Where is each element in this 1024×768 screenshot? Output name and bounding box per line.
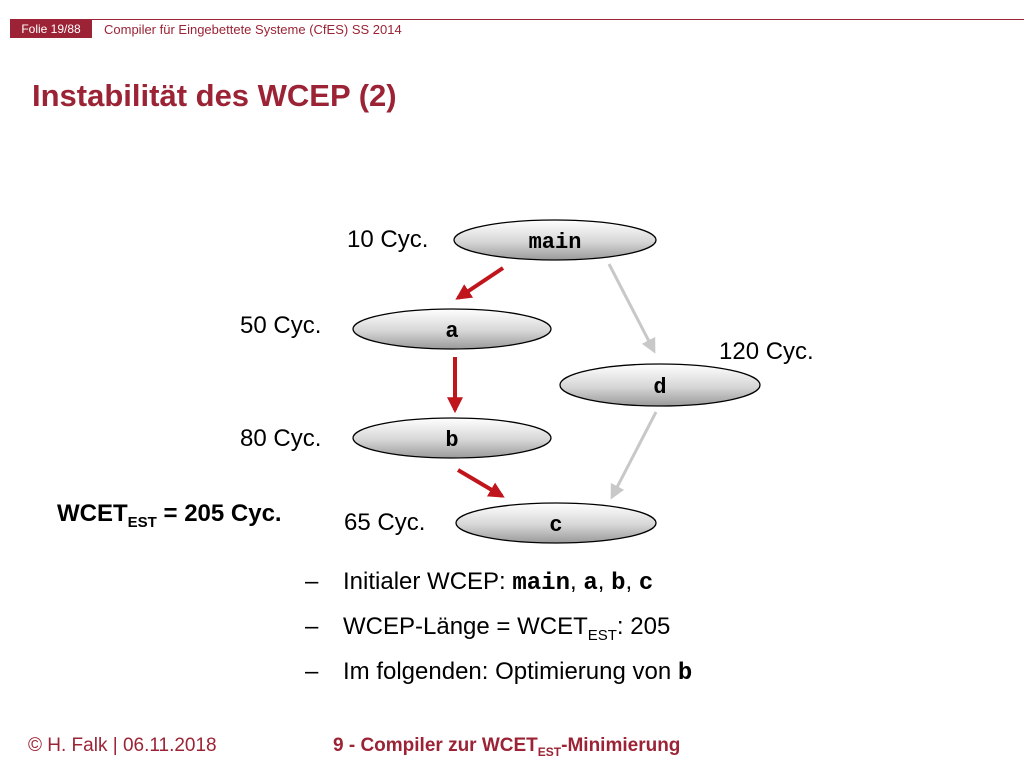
func-name-b: b: [611, 570, 626, 597]
func-name-main: main: [512, 570, 570, 597]
node-c: c: [455, 502, 657, 544]
node-ellipse-a: [352, 308, 552, 350]
edge-b-to-c: [456, 468, 505, 498]
cycles-label-c: 65 Cyc.: [344, 509, 426, 536]
bullet-dash: –: [305, 613, 319, 640]
footer-chapter-suffix: -Minimierung: [561, 735, 681, 756]
cycles-label-main: 10 Cyc.: [347, 226, 429, 253]
node-d: d: [559, 363, 761, 407]
node-ellipse-b: [352, 417, 552, 459]
separator: ,: [597, 568, 612, 595]
cycles-label-a: 50 Cyc.: [240, 312, 322, 339]
bullet-dash: –: [305, 658, 319, 685]
node-main: main: [453, 219, 657, 261]
edge-d-to-c: [610, 411, 658, 500]
footer-author-date: © H. Falk | 06.11.2018: [28, 735, 217, 756]
bullet-text: Im folgenden: Optimierung von: [343, 658, 678, 685]
node-a: a: [352, 308, 552, 350]
wcet-subscript: EST: [127, 513, 157, 531]
node-label-c: c: [549, 513, 562, 538]
nodes-group: main a d b c: [352, 219, 761, 544]
bullet-subscript: EST: [587, 626, 617, 644]
node-ellipse-c: [455, 502, 657, 544]
bullet-text: Initialer WCEP:: [343, 568, 513, 595]
footer-chapter-subscript: EST: [537, 744, 562, 759]
node-label-b: b: [445, 428, 458, 453]
slide-title: Instabilität des WCEP (2): [32, 78, 397, 113]
course-title: Compiler für Eingebettete Systeme (CfES)…: [104, 22, 402, 37]
separator: ,: [625, 568, 639, 595]
edges-group: [447, 263, 658, 500]
node-label-a: a: [445, 319, 458, 344]
separator: ,: [569, 568, 584, 595]
header-divider: [10, 19, 1024, 20]
cycles-label-d: 120 Cyc.: [719, 338, 814, 365]
edge-main-to-d: [607, 263, 656, 354]
node-label-d: d: [653, 375, 666, 400]
cycles-label-b: 80 Cyc.: [240, 425, 322, 452]
edge-main-to-a: [455, 266, 505, 300]
node-ellipse-d: [559, 363, 761, 407]
slide-number-badge: Folie 19/88: [10, 20, 92, 38]
wcet-prefix: WCET: [57, 500, 128, 527]
func-name-c: c: [638, 570, 654, 597]
wcet-suffix: = 205 Cyc.: [156, 500, 282, 527]
footer-chapter-prefix: 9 - Compiler zur WCET: [333, 735, 538, 756]
footer-chapter: 9 - Compiler zur WCETEST-Minimierung: [333, 735, 680, 759]
bullet-text-suffix: : 205: [616, 613, 671, 640]
node-label-main: main: [529, 230, 582, 255]
node-b: b: [352, 417, 552, 459]
bullet-text: WCEP-Länge = WCET: [343, 613, 588, 640]
bullet-dash: –: [305, 568, 319, 595]
func-name-a: a: [583, 570, 598, 597]
wcet-est-formula: WCETEST = 205 Cyc.: [57, 500, 282, 531]
node-ellipse-main: [453, 219, 657, 261]
func-name-b: b: [677, 660, 693, 687]
